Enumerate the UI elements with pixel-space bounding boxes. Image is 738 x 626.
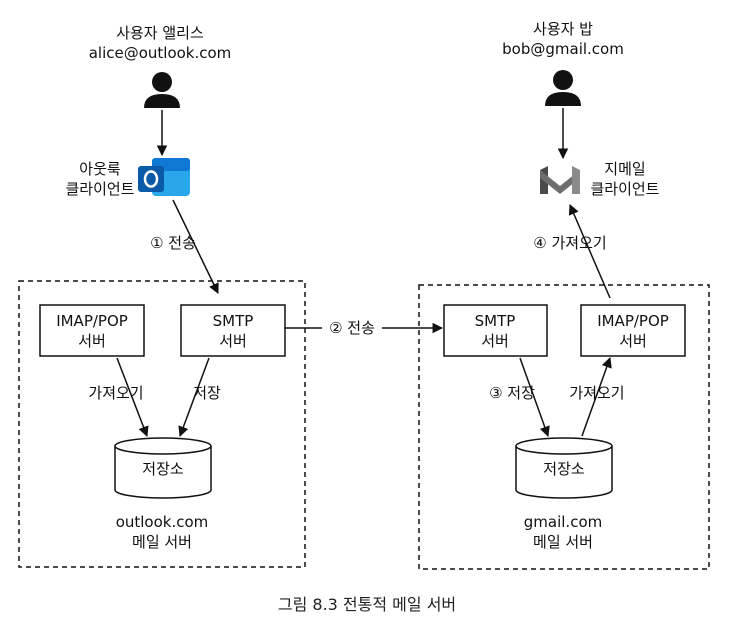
left-imap-server-box <box>39 304 145 357</box>
right-fetch-label: 가져오기 <box>569 384 624 402</box>
store3-arrow <box>519 357 550 437</box>
left-fetch-arrow <box>116 357 149 437</box>
send2-label-bg <box>322 318 382 338</box>
left-store-arrow <box>178 357 210 437</box>
left-server-domain: outlook.com <box>116 513 209 531</box>
gmail-icon <box>540 166 580 194</box>
store3-label: ③ 저장 <box>489 384 535 402</box>
left-server-name: 메일 서버 <box>132 533 192 551</box>
send1-label: ① 전송 <box>150 234 196 252</box>
right-smtp-server-box <box>443 304 548 357</box>
gmail-client-label-2: 클라이언트 <box>590 180 659 198</box>
bob-name: 사용자 밥 <box>533 20 593 38</box>
send2-label: ② 전송 <box>329 319 375 337</box>
right-imap-label-2: 서버 <box>619 332 647 350</box>
outlook-icon <box>138 158 190 196</box>
right-smtp-label-1: SMTP <box>475 312 516 330</box>
right-server-domain: gmail.com <box>524 513 602 531</box>
right-storage-cylinder <box>515 437 613 499</box>
right-imap-label-1: IMAP/POP <box>597 312 669 330</box>
bob-email: bob@gmail.com <box>502 40 624 58</box>
gmail-client-label-1: 지메일 <box>604 160 645 178</box>
left-storage-cylinder <box>114 437 212 499</box>
left-store-label: 저장 <box>193 384 221 402</box>
alice-email: alice@outlook.com <box>89 44 232 62</box>
left-smtp-label-2: 서버 <box>219 332 247 350</box>
alice-name: 사용자 앨리스 <box>116 24 204 42</box>
right-storage-label: 저장소 <box>543 460 585 478</box>
right-imap-server-box <box>580 304 686 357</box>
left-storage-label: 저장소 <box>142 460 184 478</box>
outlook-client-label-1: 아웃룩 <box>79 160 121 178</box>
left-imap-label-1: IMAP/POP <box>56 312 128 330</box>
figure-caption: 그림 8.3 전통적 메일 서버 <box>278 595 456 614</box>
fetch4-arrow <box>568 204 611 299</box>
right-fetch-arrow <box>581 357 612 437</box>
right-server-name: 메일 서버 <box>533 533 593 551</box>
gmail-server-boundary <box>418 284 710 570</box>
left-smtp-label-1: SMTP <box>213 312 254 330</box>
send1-arrow <box>172 199 219 294</box>
outlook-server-boundary <box>18 280 306 568</box>
outlook-client-label-2: 클라이언트 <box>65 180 134 198</box>
bob-person-icon <box>545 70 581 106</box>
left-smtp-server-box <box>180 304 286 357</box>
right-smtp-label-2: 서버 <box>481 332 509 350</box>
fetch4-label: ④ 가져오기 <box>533 234 606 252</box>
left-imap-label-2: 서버 <box>78 332 106 350</box>
alice-person-icon <box>144 72 180 108</box>
left-fetch-label: 가져오기 <box>88 384 143 402</box>
